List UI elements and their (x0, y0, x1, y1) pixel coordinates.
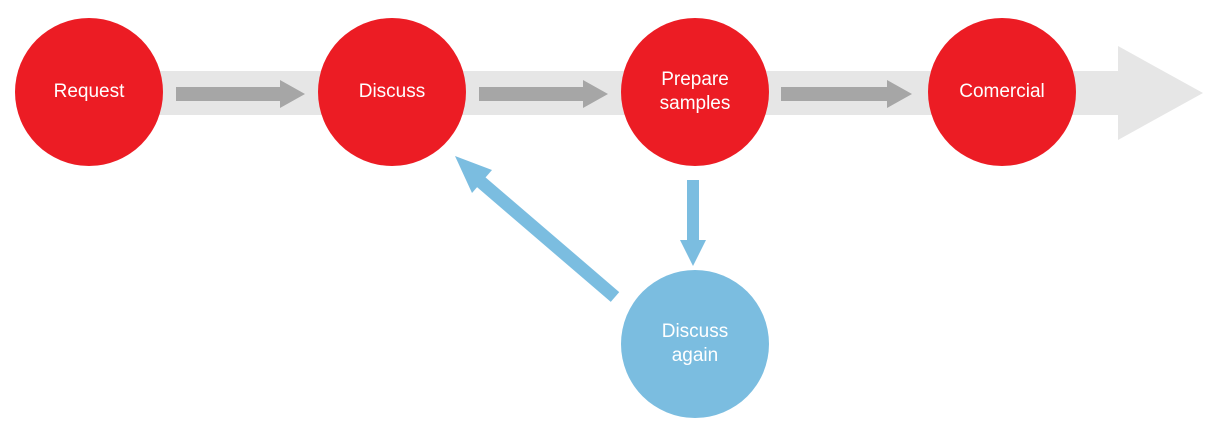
edge-request-to-discuss (176, 80, 305, 108)
edge-prepare-samples-to-discuss-again (680, 180, 706, 266)
node-request-label: Request (53, 81, 125, 102)
node-discuss-again: Discuss again (621, 270, 769, 418)
edge-prepare-samples-to-comercial (781, 80, 912, 108)
node-discuss-label: Discuss (358, 81, 426, 102)
edge-discuss-to-prepare-samples (479, 80, 608, 108)
node-comercial-label: Comercial (959, 81, 1045, 102)
node-discuss-again-label: Discuss again (661, 321, 729, 366)
node-request: Request (15, 18, 163, 166)
node-prepare-samples-label: Prepare samples (659, 69, 731, 114)
node-discuss: Discuss (318, 18, 466, 166)
node-prepare-samples: Prepare samples (621, 18, 769, 166)
edge-discuss-again-to-discuss (455, 156, 620, 302)
node-comercial: Comercial (928, 18, 1076, 166)
